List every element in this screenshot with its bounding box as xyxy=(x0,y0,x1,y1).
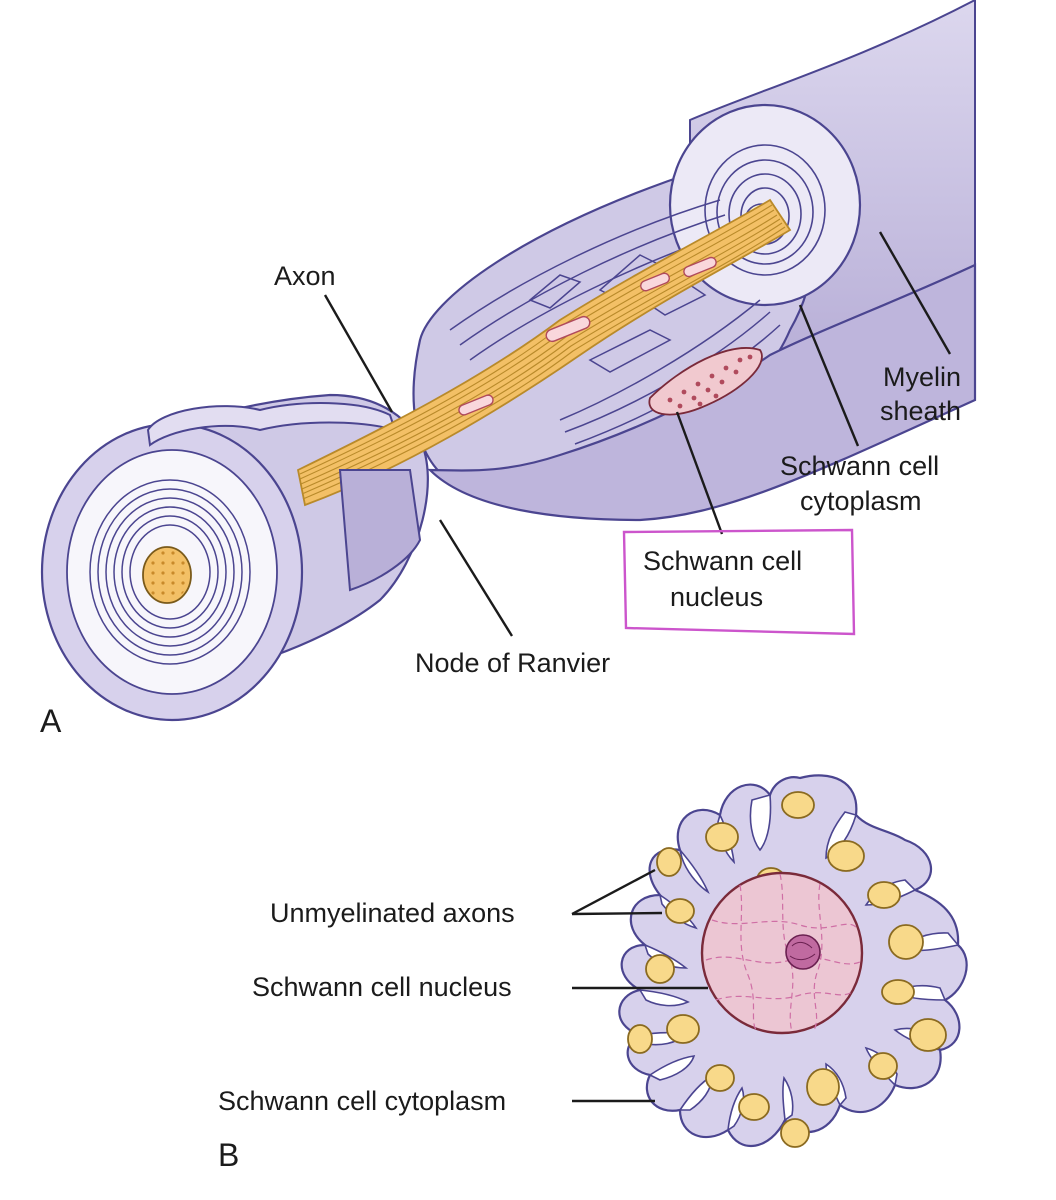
leader-unmyelinated-1 xyxy=(571,868,656,916)
leader-axon xyxy=(323,294,394,413)
nucleus-highlight-box xyxy=(622,528,856,636)
schwann-nucleus-b xyxy=(700,871,864,1035)
label-myelin-line1: Myelin xyxy=(883,362,961,392)
myelin-end-face-left xyxy=(40,422,304,722)
leader-unmyelinated-2 xyxy=(571,911,663,916)
axon-bundle xyxy=(296,198,792,507)
label-cytoplasm-a-line2: cytoplasm xyxy=(800,486,922,516)
label-axon: Axon xyxy=(274,261,336,291)
leader-myelin xyxy=(878,231,952,355)
nucleolus xyxy=(785,934,821,970)
label-myelin-line2: sheath xyxy=(880,396,961,426)
label-cytoplasm-a-line1: Schwann cell xyxy=(780,451,939,481)
node-region-surface xyxy=(338,469,422,592)
label-unmyelinated-axons: Unmyelinated axons xyxy=(270,898,515,928)
label-nucleus-a-line2: nucleus xyxy=(670,582,763,612)
unmyelinated-axons-b xyxy=(627,791,947,1148)
label-nucleus-a-line1: Schwann cell xyxy=(643,546,802,576)
panel-b-leaders xyxy=(571,868,708,1103)
panel-letter-b: B xyxy=(218,1137,239,1173)
myelin-segment-right-underside xyxy=(427,263,977,522)
leader-node xyxy=(438,519,514,637)
panel-b-illustration xyxy=(618,774,968,1148)
label-nucleus-b: Schwann cell nucleus xyxy=(252,972,512,1002)
schwann-nucleus-panel-a xyxy=(648,347,763,416)
panel-a-illustration xyxy=(40,0,977,722)
leader-nucleus-a xyxy=(675,411,724,535)
label-node-of-ranvier: Node of Ranvier xyxy=(415,648,610,678)
leader-cytoplasm xyxy=(798,304,860,447)
panel-a-leaders xyxy=(323,231,952,637)
label-cytoplasm-b: Schwann cell cytoplasm xyxy=(218,1086,506,1116)
panel-letter-a: A xyxy=(40,703,62,739)
